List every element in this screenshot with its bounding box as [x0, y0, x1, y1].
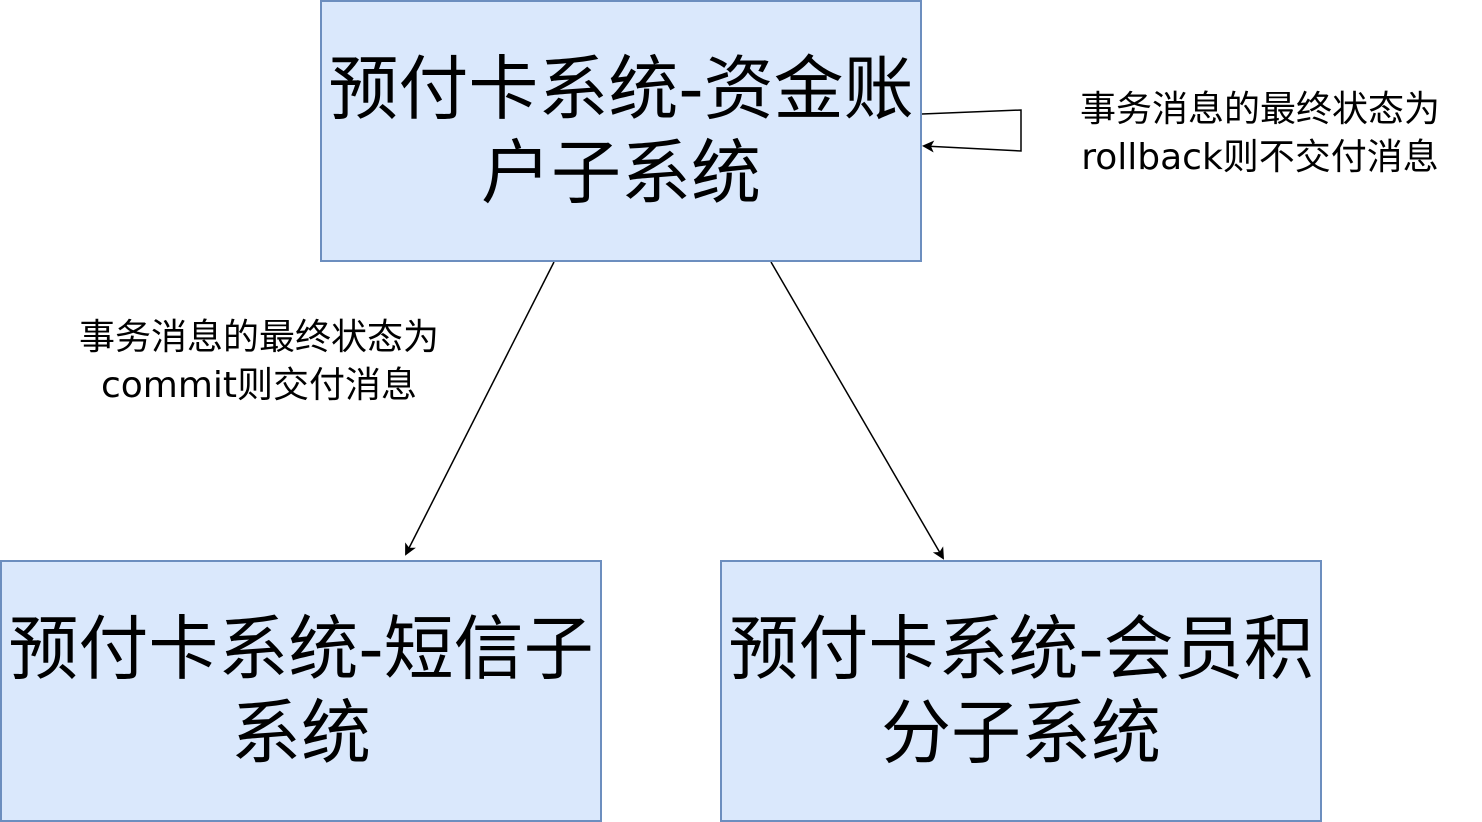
edge-commit-label: 事务消息的最终状态为 commit则交付消息: [78, 317, 439, 406]
edge-account-to-sms[interactable]: [405, 261, 555, 556]
edge-account-to-points[interactable]: [770, 261, 945, 560]
edge-rollback-self-loop[interactable]: [921, 109, 1022, 153]
node-sms-subsystem-label: 预付卡系统-短信子系统: [8, 608, 594, 774]
node-sms-subsystem[interactable]: 预付卡系统-短信子系统: [0, 560, 602, 822]
node-points-subsystem-label: 预付卡系统-会员积分子系统: [728, 608, 1314, 774]
node-points-subsystem[interactable]: 预付卡系统-会员积分子系统: [720, 560, 1322, 822]
node-account-subsystem-label: 预付卡系统-资金账户子系统: [328, 48, 914, 214]
node-account-subsystem[interactable]: 预付卡系统-资金账户子系统: [320, 0, 922, 262]
edge-rollback-label: 事务消息的最终状态为 rollback则不交付消息: [1079, 89, 1440, 178]
